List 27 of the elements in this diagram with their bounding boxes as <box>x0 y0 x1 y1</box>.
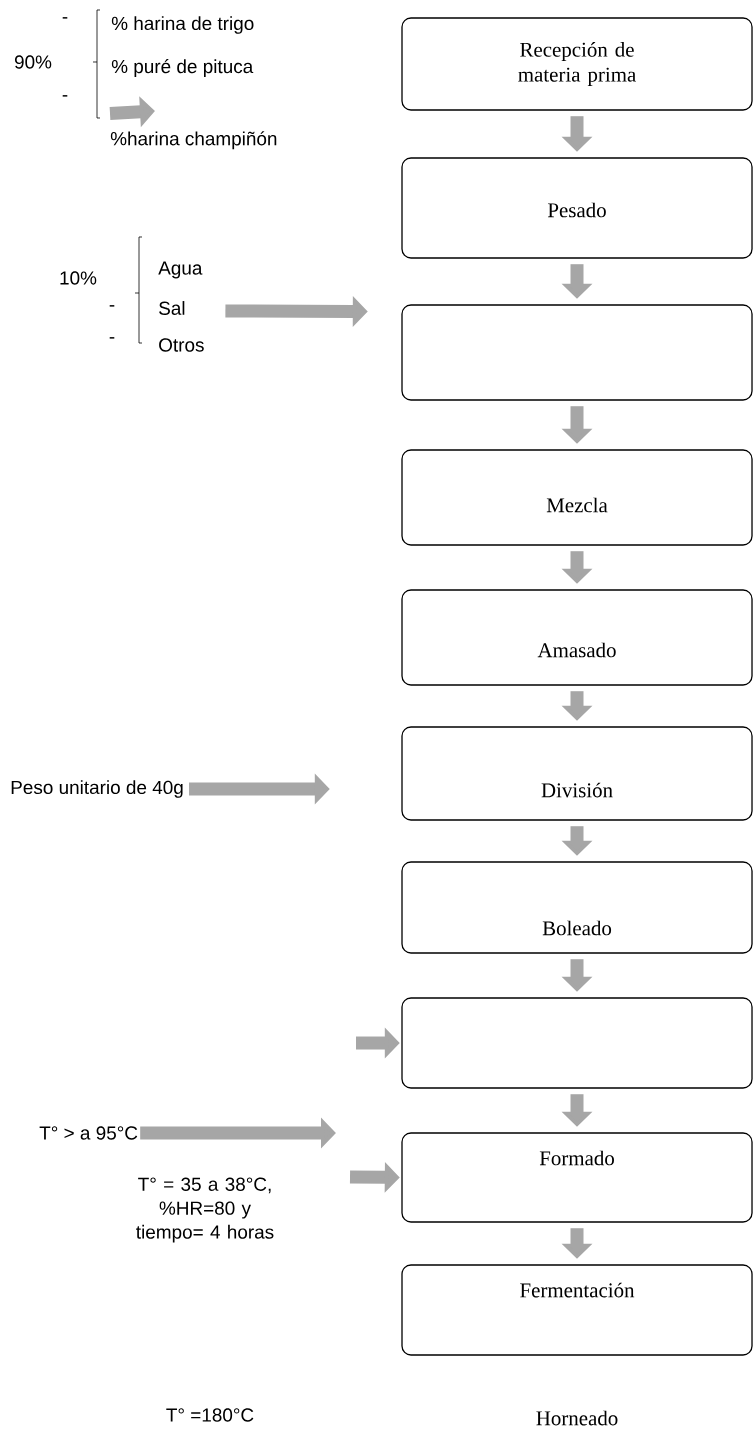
process-box: Fermentación <box>401 1264 753 1356</box>
list-item: Sal <box>159 301 185 315</box>
list-dash: - <box>62 17 68 19</box>
step-text: Horneado <box>536 1410 618 1426</box>
list-dash: - <box>62 95 68 97</box>
process-box: Boleado <box>401 861 753 954</box>
list-item: % harina de trigo <box>111 16 254 34</box>
ingredient-text: %harina champiñón <box>110 131 277 150</box>
list-item: Agua <box>158 261 203 279</box>
note-text: T° =180°C <box>166 1408 254 1422</box>
process-box <box>401 997 753 1089</box>
process-box: Pesado <box>401 157 753 259</box>
process-box: División <box>401 726 753 821</box>
list-dash: - <box>109 305 115 307</box>
process-box: Recepción de materia prima <box>401 17 753 111</box>
process-box <box>401 304 753 401</box>
list-dash: - <box>109 337 115 339</box>
condition-text: T° > a 95°C <box>39 1126 138 1140</box>
list-item: Otros <box>159 338 204 352</box>
percentage-label: 90% <box>14 55 52 69</box>
list-item: % puré de pituca <box>111 59 254 77</box>
process-box: Mezcla <box>401 449 753 546</box>
note-text: T° = 35 a 38°C, %HR=80 y tiempo= 4 horas <box>136 1177 274 1243</box>
condition-text: Peso unitario de 40g <box>11 780 183 798</box>
process-box: Amasado <box>401 589 753 686</box>
process-box: Formado <box>401 1132 753 1223</box>
percentage-label: 10% <box>60 271 97 285</box>
